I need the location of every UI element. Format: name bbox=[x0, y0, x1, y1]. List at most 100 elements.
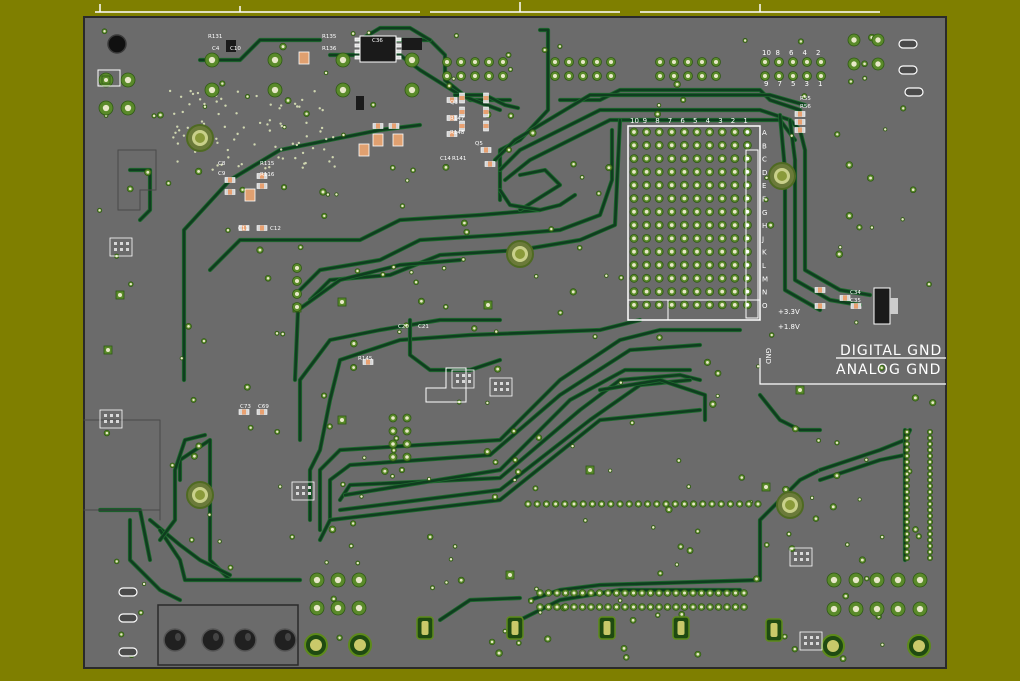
micro-via bbox=[196, 91, 200, 95]
via-hole bbox=[765, 176, 768, 180]
via-hole bbox=[266, 276, 270, 280]
ref-designator: C9 bbox=[218, 171, 226, 177]
via-hole bbox=[614, 605, 619, 609]
rail-33v-label: +3.3V bbox=[778, 308, 800, 316]
large-pad-center bbox=[310, 639, 322, 651]
via-hole bbox=[927, 283, 931, 286]
rail-18v-label: +1.8V bbox=[778, 323, 800, 331]
via-hole bbox=[725, 591, 729, 595]
via-hole bbox=[180, 357, 183, 360]
header-pin-hole bbox=[644, 183, 649, 188]
via-hole bbox=[905, 550, 909, 554]
via-hole bbox=[928, 502, 932, 506]
via-hole bbox=[383, 469, 387, 473]
micro-via bbox=[177, 129, 181, 132]
via-hole bbox=[804, 73, 810, 79]
via-hole bbox=[865, 458, 868, 461]
trace bbox=[438, 596, 522, 622]
via-hole bbox=[600, 502, 604, 506]
via-hole bbox=[699, 591, 704, 595]
via-hole bbox=[539, 611, 542, 614]
header-pin-hole bbox=[707, 263, 712, 267]
micro-via bbox=[198, 98, 202, 101]
via-hole bbox=[356, 269, 359, 273]
via-hole bbox=[699, 59, 705, 65]
via-hole bbox=[472, 59, 478, 65]
via-hole bbox=[691, 605, 695, 609]
header-pin-hole bbox=[707, 196, 712, 201]
via-hole bbox=[708, 591, 712, 595]
header-pin-hole bbox=[644, 263, 649, 267]
trace-layer bbox=[83, 25, 913, 623]
header-pin-hole bbox=[720, 236, 725, 241]
via-hole bbox=[814, 517, 818, 520]
via-hole bbox=[531, 131, 535, 135]
header-pin-hole bbox=[669, 303, 674, 307]
smd-resistor bbox=[224, 189, 236, 195]
silkscreen-text: DIGITAL GND ANALOG GND +3.3V +1.8V GND bbox=[764, 308, 941, 378]
via-hole bbox=[913, 396, 917, 400]
micro-via bbox=[173, 112, 176, 115]
smd-resistor bbox=[814, 287, 826, 293]
via-hole bbox=[614, 591, 619, 595]
trace bbox=[298, 318, 502, 442]
via-hole bbox=[699, 73, 705, 79]
via-hole bbox=[98, 209, 101, 212]
header-row-label: J bbox=[761, 235, 764, 243]
via-hole bbox=[428, 535, 432, 539]
micro-via bbox=[220, 97, 223, 101]
smd-capacitor bbox=[372, 133, 384, 147]
via-hole bbox=[391, 474, 394, 478]
header-pin-hole bbox=[632, 276, 636, 281]
via-hole bbox=[294, 265, 300, 271]
via-hole bbox=[631, 605, 636, 609]
via-hole bbox=[765, 543, 768, 547]
via-hole bbox=[687, 485, 690, 488]
via-hole bbox=[197, 444, 201, 448]
header-pin-hole bbox=[644, 236, 649, 241]
via-hole bbox=[594, 59, 600, 65]
via-hole bbox=[747, 502, 751, 506]
header-pin-hole bbox=[669, 263, 674, 267]
trace bbox=[818, 428, 912, 472]
smd-resistor bbox=[459, 92, 465, 104]
via-hole bbox=[334, 604, 342, 612]
pad-hole bbox=[764, 485, 768, 489]
via-hole bbox=[566, 73, 572, 79]
via-hole bbox=[691, 591, 695, 595]
via-hole bbox=[590, 502, 594, 506]
via-hole bbox=[835, 441, 839, 444]
via-hole bbox=[716, 605, 721, 609]
trace bbox=[338, 373, 702, 502]
via-hole bbox=[608, 469, 612, 472]
trace bbox=[198, 38, 322, 62]
via-hole bbox=[352, 366, 356, 369]
micro-via bbox=[278, 107, 281, 110]
trace bbox=[128, 518, 182, 602]
via-hole bbox=[901, 218, 904, 221]
header-pin-hole bbox=[657, 183, 662, 188]
header-pin-hole bbox=[632, 303, 636, 307]
regulator-tab bbox=[890, 298, 898, 314]
via-hole bbox=[444, 73, 450, 79]
via-hole bbox=[534, 275, 538, 278]
via-hole bbox=[190, 538, 193, 542]
header-pin-hole bbox=[720, 156, 725, 161]
via-hole bbox=[294, 278, 300, 284]
via-hole bbox=[496, 367, 500, 371]
header-pin-hole bbox=[644, 196, 649, 201]
header-pin-hole bbox=[695, 170, 699, 174]
jack-highlight bbox=[245, 633, 251, 641]
micro-via bbox=[174, 131, 177, 134]
header-pin-hole bbox=[657, 249, 662, 254]
slot-pad-center bbox=[677, 621, 685, 635]
large-pad-center bbox=[354, 639, 366, 651]
via-hole bbox=[894, 576, 902, 584]
micro-via bbox=[279, 122, 282, 125]
smd-resistor bbox=[483, 120, 489, 132]
indicator-led bbox=[107, 34, 127, 54]
via-hole bbox=[674, 605, 678, 609]
via-hole bbox=[405, 442, 409, 446]
mounting-hole-bore bbox=[785, 500, 795, 510]
